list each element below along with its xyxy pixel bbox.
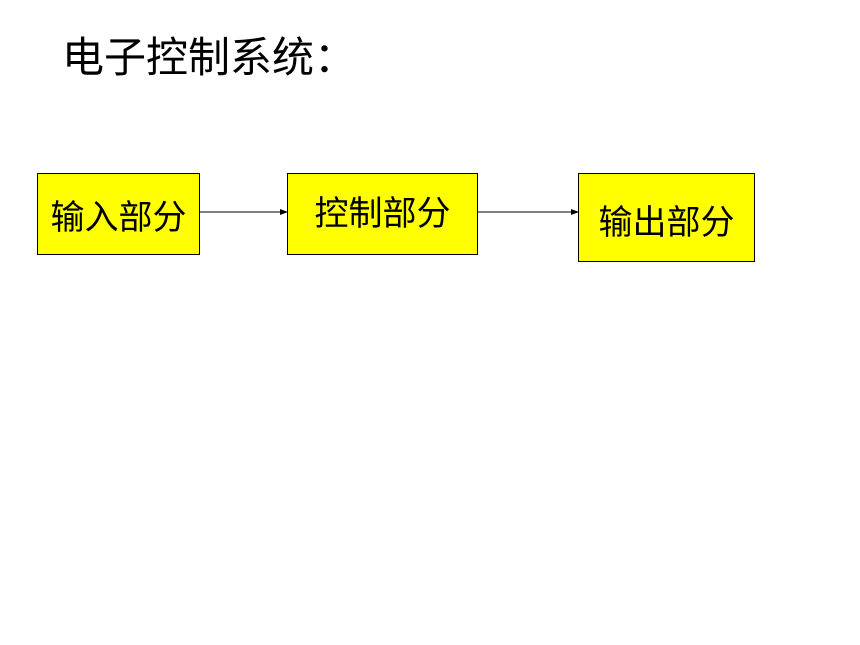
page-title: 电子控制系统： (62, 33, 357, 82)
control-part-box: 控制部分 (287, 173, 478, 255)
output-part-box: 输出部分 (578, 173, 755, 262)
input-part-box: 输入部分 (37, 173, 200, 255)
output-part-label: 输出部分 (598, 203, 735, 243)
control-part-label: 控制部分 (314, 193, 451, 234)
input-part-label: 输入部分 (50, 197, 187, 238)
